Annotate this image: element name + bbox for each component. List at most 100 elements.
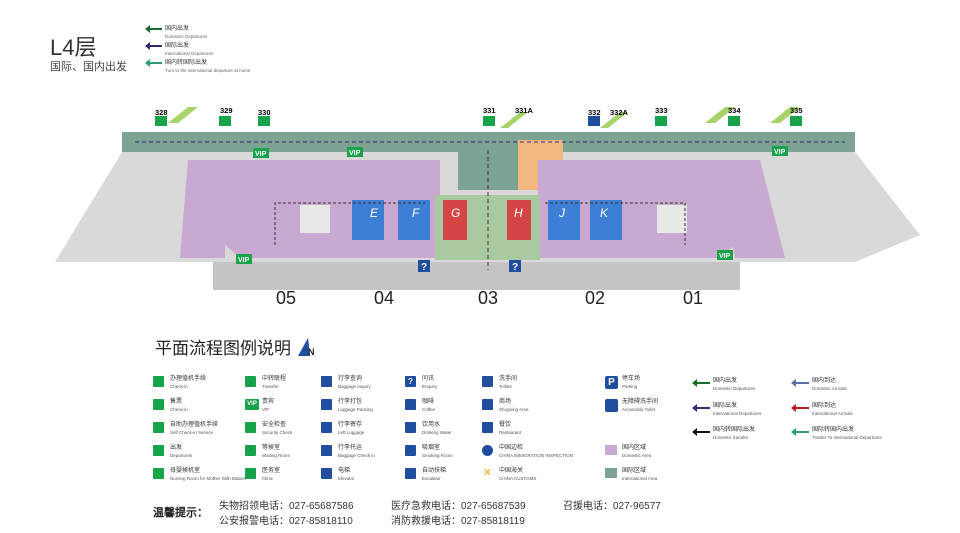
gate-335[interactable]: 335 [790,106,803,115]
vip-icon[interactable] [347,147,363,157]
left-luggage-icon [321,422,332,433]
domestic-area-swatch [605,445,617,455]
domestic-area-west [225,160,440,258]
island-label: K [600,206,609,220]
escalator-icon [405,468,416,479]
luggage-packing-icon [321,399,332,410]
zone-02-label: 02 [585,288,605,305]
top-legend-en: Turn to the international departure at h… [165,68,251,73]
vip-icon[interactable] [236,254,252,264]
zone-04-label: 04 [374,288,394,305]
island-label: E [370,206,379,220]
parking-icon: P [605,376,618,389]
island-label: F [412,206,420,220]
gate-331[interactable]: 331 [483,106,496,115]
gate-332a[interactable]: 332A [610,108,629,117]
gate-departure-icon [155,116,167,126]
departures-icon [153,445,164,456]
shopping-icon [482,399,493,410]
floor-title: L4层 [50,35,97,60]
zone-05-label: 05 [276,288,296,305]
waiting-room-icon [245,445,256,456]
vip-label: VIP [349,150,361,157]
security-icon [245,422,256,433]
gate-332[interactable]: 332 [588,108,601,117]
floor-map[interactable]: E F G H J K 328 329 330 331 331A 332 332… [0,80,960,305]
vip-icon[interactable] [772,146,788,156]
gates: 328 329 330 331 331A 332 332A 333 334 33… [155,106,803,128]
checkin-island-f[interactable] [398,200,430,240]
clinic-icon [245,468,256,479]
enquiry-icon[interactable] [509,260,521,272]
flow-arrow-icon [145,42,162,50]
vip-icon[interactable] [253,148,269,158]
zone-03-label: 03 [478,288,498,305]
checkin-island-j[interactable] [548,200,580,240]
gate-334[interactable]: 334 [728,106,741,115]
enquiry-label: ? [421,262,427,273]
parking-icon [588,116,600,126]
island-label: J [558,206,566,220]
checkin-island-k[interactable] [590,200,622,240]
gate-333[interactable]: 333 [655,106,668,115]
island-label: H [514,206,523,220]
vip-icon[interactable] [717,250,733,260]
medical-phone: 医疗急救电话：027-65687539 [391,501,526,512]
enquiry-icon[interactable] [418,260,430,272]
top-legend-label: 国际出发 [165,43,190,49]
self-check-in-icon [153,422,164,433]
gate-330[interactable]: 330 [258,108,271,117]
domestic-area-east [538,160,735,258]
gate-departure-icon [655,116,667,126]
floor-subtitle: 国际、国内出发 [50,61,127,73]
checkin-island-g[interactable] [443,200,467,240]
elevator-icon [321,468,332,479]
international-departures-arrow-icon [692,404,710,412]
terminal-front-edge [213,262,740,290]
enquiry-icon: ? [405,376,416,387]
restaurant-icon [482,422,493,433]
north-arrow-icon: N [298,338,315,357]
gate-departure-icon [483,116,495,126]
vip-icon: VIP [245,399,259,410]
gate-329[interactable]: 329 [220,106,233,115]
baggage-check-icon [321,445,332,456]
accessible-toilet-icon [605,399,618,412]
checkin-island-e[interactable] [352,200,384,240]
gate-328[interactable]: 328 [155,108,168,117]
rescue-phone: 召援电话：027-96577 [563,501,661,512]
check-in-icon [153,376,164,387]
checkin-island [300,205,330,233]
gate-departure-icon [728,116,740,126]
top-legend-label: 国内转国际出发 [165,60,208,66]
top-legend-transfer: 国内转国际出发 Turn to the international depart… [145,59,251,75]
enquiry-label: ? [512,262,518,273]
top-legend-domestic-departures: 国内出发 Domestic Departures [145,25,207,41]
checkin-island-h[interactable] [507,200,531,240]
toilets-icon [482,376,493,387]
gate-331a[interactable]: 331A [515,106,534,115]
domestic-wing-west [180,160,225,258]
island-label: G [451,206,460,220]
international-area-swatch [605,468,617,478]
vip-label: VIP [255,151,267,158]
smoking-room-icon [405,445,416,456]
domestic-transfer-arrow-icon [692,428,710,436]
domestic-flow-west [274,202,425,245]
tips-title: 温馨提示： [153,507,208,519]
